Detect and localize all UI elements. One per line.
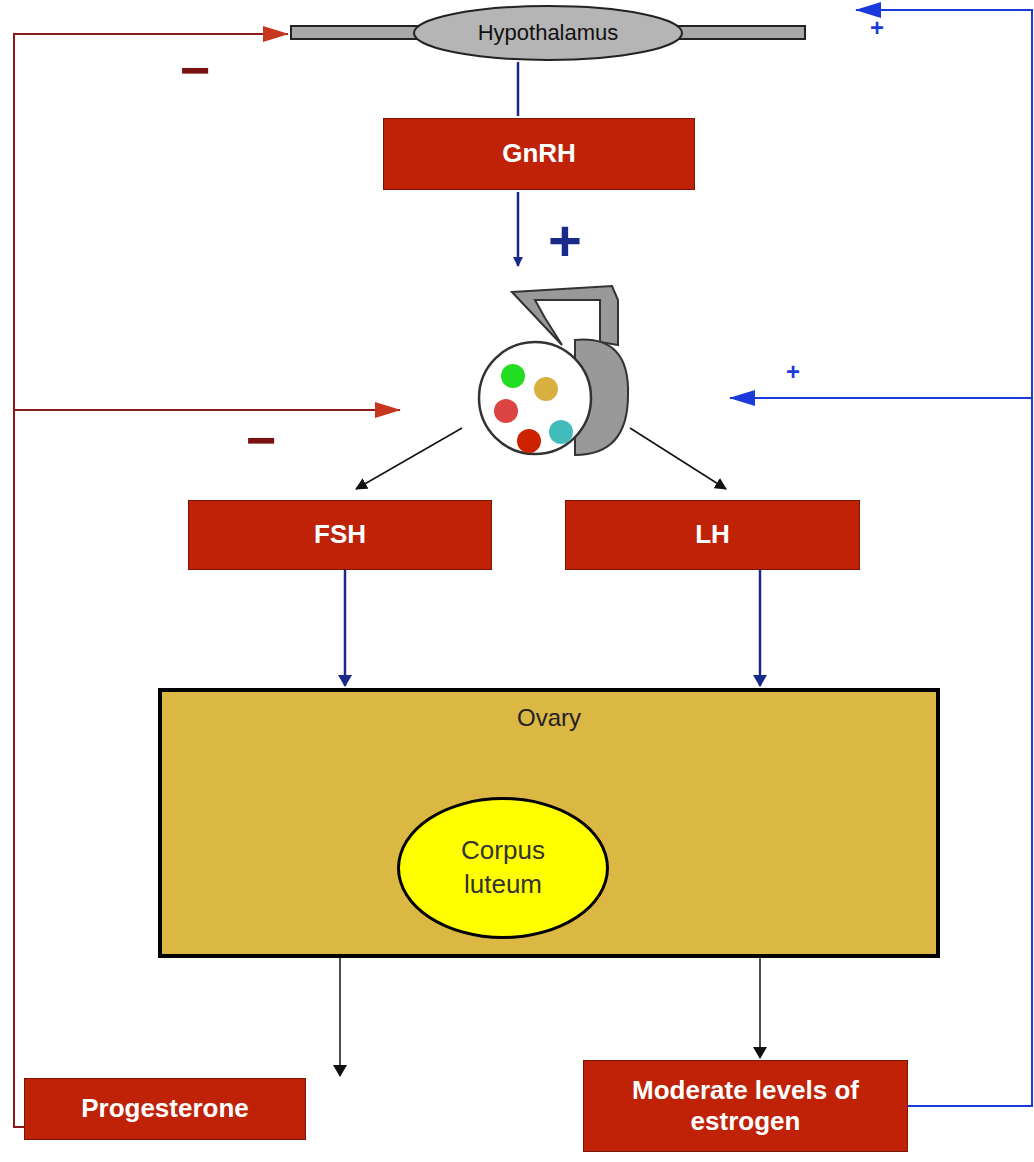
pituitary-arrow: [356, 428, 462, 489]
connector: [14, 34, 288, 1127]
node-text: Hypothalamus: [478, 20, 619, 46]
connector: [759, 570, 762, 686]
hormone-box: Progesterone: [24, 1078, 306, 1140]
node-text: Moderate levels of estrogen: [626, 1075, 866, 1137]
node-text: FSH: [314, 519, 366, 550]
hormone-box: Moderate levels of estrogen: [583, 1060, 908, 1152]
feedback-sign: +: [786, 360, 800, 384]
gnrh-arrow: [517, 192, 520, 266]
node-text: Ovary: [517, 704, 581, 732]
feedback-branch: [14, 409, 400, 411]
feedback-branch: [730, 397, 1032, 399]
pituitary-arrow: [630, 428, 726, 489]
node-text: Corpus luteum: [428, 834, 578, 902]
pituitary-gland: [479, 286, 628, 455]
node-text: LH: [695, 519, 730, 550]
hormone-box: FSH: [188, 500, 492, 570]
connector: [517, 62, 520, 116]
ovary-box: OvaryCorpus luteum: [158, 688, 940, 958]
connector: [339, 958, 341, 1076]
node-text: GnRH: [502, 138, 576, 169]
corpus-luteum: Corpus luteum: [397, 797, 609, 939]
feedback-sign: −: [246, 414, 276, 466]
connector: [344, 570, 347, 686]
node-text: Progesterone: [81, 1093, 249, 1124]
connector: [759, 958, 761, 1058]
hypothalamus: Hypothalamus: [290, 4, 806, 62]
feedback-sign: +: [870, 16, 884, 40]
hormone-box: LH: [565, 500, 860, 570]
hormone-box: GnRH: [383, 118, 695, 190]
feedback-sign: +: [548, 212, 582, 270]
feedback-sign: −: [180, 44, 210, 96]
